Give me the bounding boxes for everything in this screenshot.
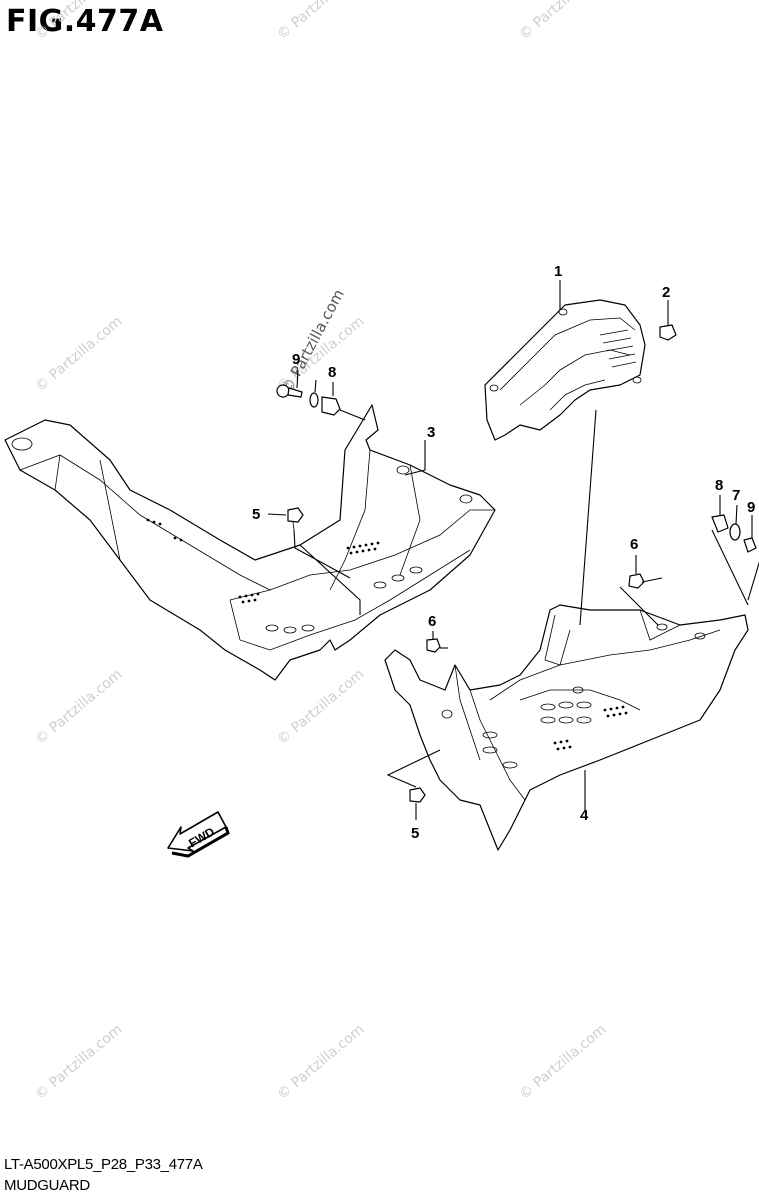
callout-9a[interactable]: 9 [292, 351, 300, 368]
callout-4[interactable]: 4 [580, 807, 589, 824]
fastener-9-left-screw [276, 384, 303, 398]
callout-8a[interactable]: 8 [328, 364, 336, 381]
vent-dots [553, 705, 628, 751]
watermark: © Partzilla.com [274, 666, 367, 748]
fastener-6-lower-nut [426, 638, 441, 653]
fastener-8-right-grommet [711, 514, 729, 533]
part-1-cover [484, 299, 646, 441]
fwd-arrow-icon: FWD [167, 811, 230, 858]
callout-6b[interactable]: 6 [428, 613, 436, 630]
callout-9b[interactable]: 9 [747, 499, 755, 516]
fastener-8-left-grommet [321, 396, 341, 416]
footer-figure-code: LT-A500XPL5_P28_P33_477A [4, 1156, 203, 1173]
fastener-7-left-washer [309, 392, 319, 408]
fastener-9-right-screw [743, 537, 757, 553]
watermark: © Partzilla.com [32, 313, 125, 395]
callout-5b[interactable]: 5 [411, 825, 419, 842]
callout-8b[interactable]: 8 [715, 477, 723, 494]
callout-7[interactable]: 7 [732, 487, 740, 504]
callout-1[interactable]: 1 [554, 263, 562, 280]
part-3-left-mudguard [4, 404, 496, 681]
watermark: © Partzilla.com [274, 0, 367, 43]
figure-title: FIG.477A [6, 4, 164, 39]
callout-5a[interactable]: 5 [252, 506, 260, 523]
vent-dots [146, 518, 380, 604]
watermark: © Partzilla.com [32, 666, 125, 748]
fastener-2-nut [659, 324, 677, 341]
fastener-7-right-washer [729, 523, 741, 541]
watermark: © Partzilla.com [516, 0, 609, 43]
callout-6a[interactable]: 6 [630, 536, 638, 553]
watermark: © Partzilla.com [32, 1021, 125, 1103]
fastener-5-upper-bolt [287, 507, 304, 531]
watermark: © Partzilla.com [32, 0, 125, 43]
fastener-5-lower-bolt [409, 787, 426, 803]
footer-section-name: MUDGUARD [4, 1177, 90, 1194]
leader-lines [267, 280, 759, 820]
fastener-6-upper-nut [628, 573, 645, 589]
part-4-right-mudguard [384, 604, 749, 851]
callout-2[interactable]: 2 [662, 284, 670, 301]
callout-3[interactable]: 3 [427, 424, 435, 441]
callouts: 1 2 3 4 5 5 6 6 7 8 8 9 9 [252, 263, 755, 842]
watermark: © Partzilla.com [274, 1021, 367, 1103]
watermark: © Partzilla.com [516, 1021, 609, 1103]
